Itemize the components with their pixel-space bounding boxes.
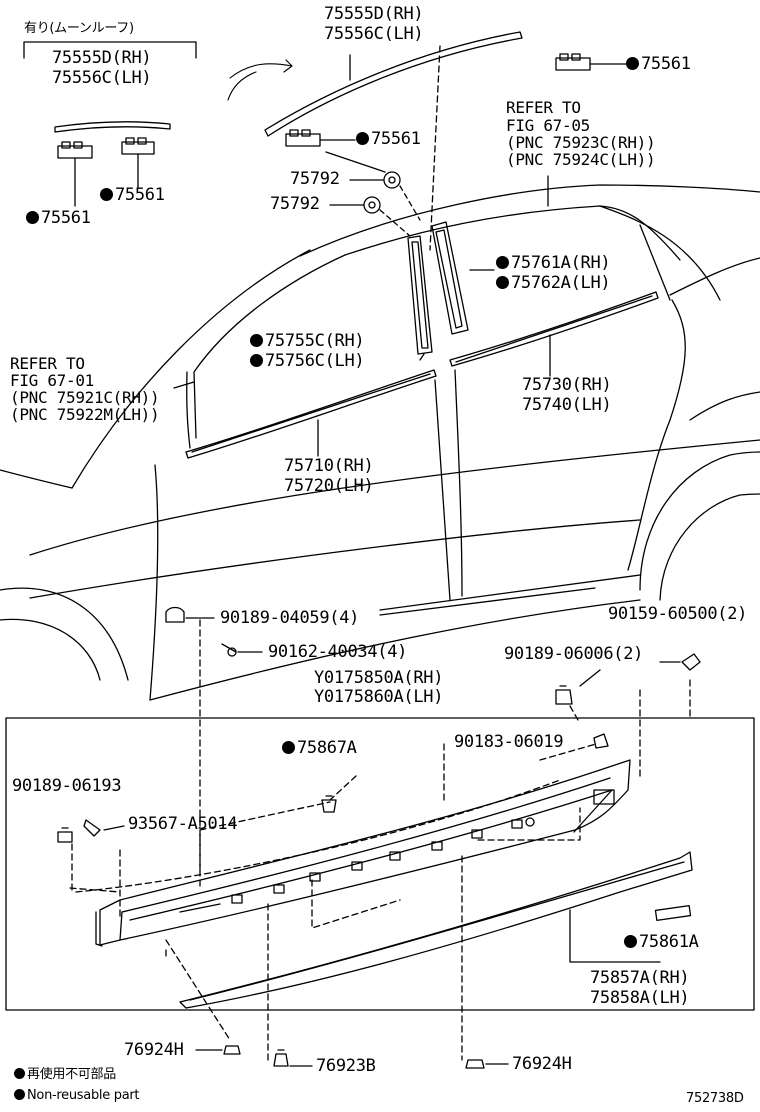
non-reusable-dot-icon — [356, 132, 369, 145]
legend-japanese: 再使用不可部品 — [14, 1068, 116, 1081]
label-lower-lh: 75858A(LH) — [590, 988, 690, 1008]
label-roof-rh: 75555D(RH) — [324, 4, 424, 24]
pillar-garnishes — [407, 221, 495, 361]
moonroof-molding — [23, 41, 293, 207]
lower-molding — [179, 851, 693, 1009]
label-front-belt-rh: 75710(RH) — [284, 456, 374, 476]
label-rear-belt-rh: 75730(RH) — [522, 375, 612, 395]
refer-front-line-1: REFER TO — [10, 354, 85, 373]
refer-rear-line-3: (PNC 75923C(RH)) — [506, 133, 656, 152]
upper-fasteners — [165, 587, 701, 705]
moonroof-note: 有り(ムーンルーフ) — [24, 21, 134, 36]
label-screw-40034: 90162-40034(4) — [268, 642, 408, 662]
label-lower-rh: 75857A(RH) — [590, 968, 690, 988]
label-clip-06006: 90189-06006(2) — [504, 644, 644, 664]
label-rocker-lh: Y0175860A(LH) — [314, 687, 444, 707]
non-reusable-dot-icon — [626, 57, 639, 70]
refer-front-line-2: FIG 67-01 — [10, 371, 94, 390]
label-clip-75561-d: 75561 — [26, 210, 91, 227]
label-clip-06193: 90189-06193 — [12, 776, 122, 796]
non-reusable-dot-icon — [624, 935, 637, 948]
non-reusable-dot-icon — [282, 741, 295, 754]
refer-rear-line-2: FIG 67-05 — [506, 116, 590, 135]
vehicle-body-outline — [0, 184, 760, 701]
label-pillar-rear-lh: 75762A(LH) — [496, 275, 611, 292]
box-fasteners — [57, 733, 609, 1069]
label-clip-75561-b: 75561 — [356, 131, 421, 148]
label-pillar-front-lh: 75756C(LH) — [250, 353, 365, 370]
label-tape-75861: 75861A — [624, 934, 699, 951]
non-reusable-dot-icon — [14, 1068, 25, 1079]
non-reusable-dot-icon — [250, 334, 263, 347]
label-pillar-front-rh: 75755C(RH) — [250, 333, 365, 350]
label-bolt-04059: 90189-04059(4) — [220, 608, 360, 628]
label-clip-76924-b: 76924H — [512, 1054, 572, 1074]
label-rocker-rh: Y0175850A(RH) — [314, 668, 444, 688]
rocker-panel-box — [5, 717, 755, 1011]
label-clip-93567: 93567-A5014 — [128, 814, 238, 834]
label-clip-75561-c: 75561 — [100, 187, 165, 204]
refer-front-line-3: (PNC 75921C(RH)) — [10, 388, 160, 407]
label-rear-belt-lh: 75740(LH) — [522, 395, 612, 415]
belt-moldings — [173, 175, 659, 459]
rocker-panel — [95, 759, 631, 947]
non-reusable-dot-icon — [26, 211, 39, 224]
refer-rear-line-1: REFER TO — [506, 98, 581, 117]
box-guide-lines — [69, 739, 597, 1061]
clip-75792-shapes — [329, 171, 421, 237]
label-clip-75792-b: 75792 — [270, 194, 320, 214]
roof-molding — [264, 31, 627, 251]
label-clip-76923: 76923B — [316, 1056, 376, 1076]
refer-front-line-4: (PNC 75922M(LH)) — [10, 405, 160, 424]
non-reusable-dot-icon — [496, 256, 509, 269]
non-reusable-dot-icon — [100, 188, 113, 201]
label-screw-60500: 90159-60500(2) — [608, 604, 748, 624]
label-clip-06019: 90183-06019 — [454, 732, 564, 752]
label-pillar-rear-rh: 75761A(RH) — [496, 255, 611, 272]
refer-rear-line-4: (PNC 75924C(LH)) — [506, 150, 656, 169]
label-clip-75561-a: 75561 — [626, 56, 691, 73]
label-front-belt-lh: 75720(LH) — [284, 476, 374, 496]
label-moonroof-rh: 75555D(RH) — [52, 48, 152, 68]
non-reusable-dot-icon — [496, 276, 509, 289]
non-reusable-dot-icon — [14, 1089, 25, 1100]
diagram-id: 752738D — [686, 1091, 744, 1106]
label-roof-lh: 75556C(LH) — [324, 24, 424, 44]
label-clip-75792-a: 75792 — [290, 169, 340, 189]
label-clip-75867: 75867A — [282, 740, 357, 757]
label-clip-76924-a: 76924H — [124, 1040, 184, 1060]
legend-english: Non-reusable part — [14, 1089, 140, 1102]
non-reusable-dot-icon — [250, 354, 263, 367]
label-moonroof-lh: 75556C(LH) — [52, 68, 152, 88]
